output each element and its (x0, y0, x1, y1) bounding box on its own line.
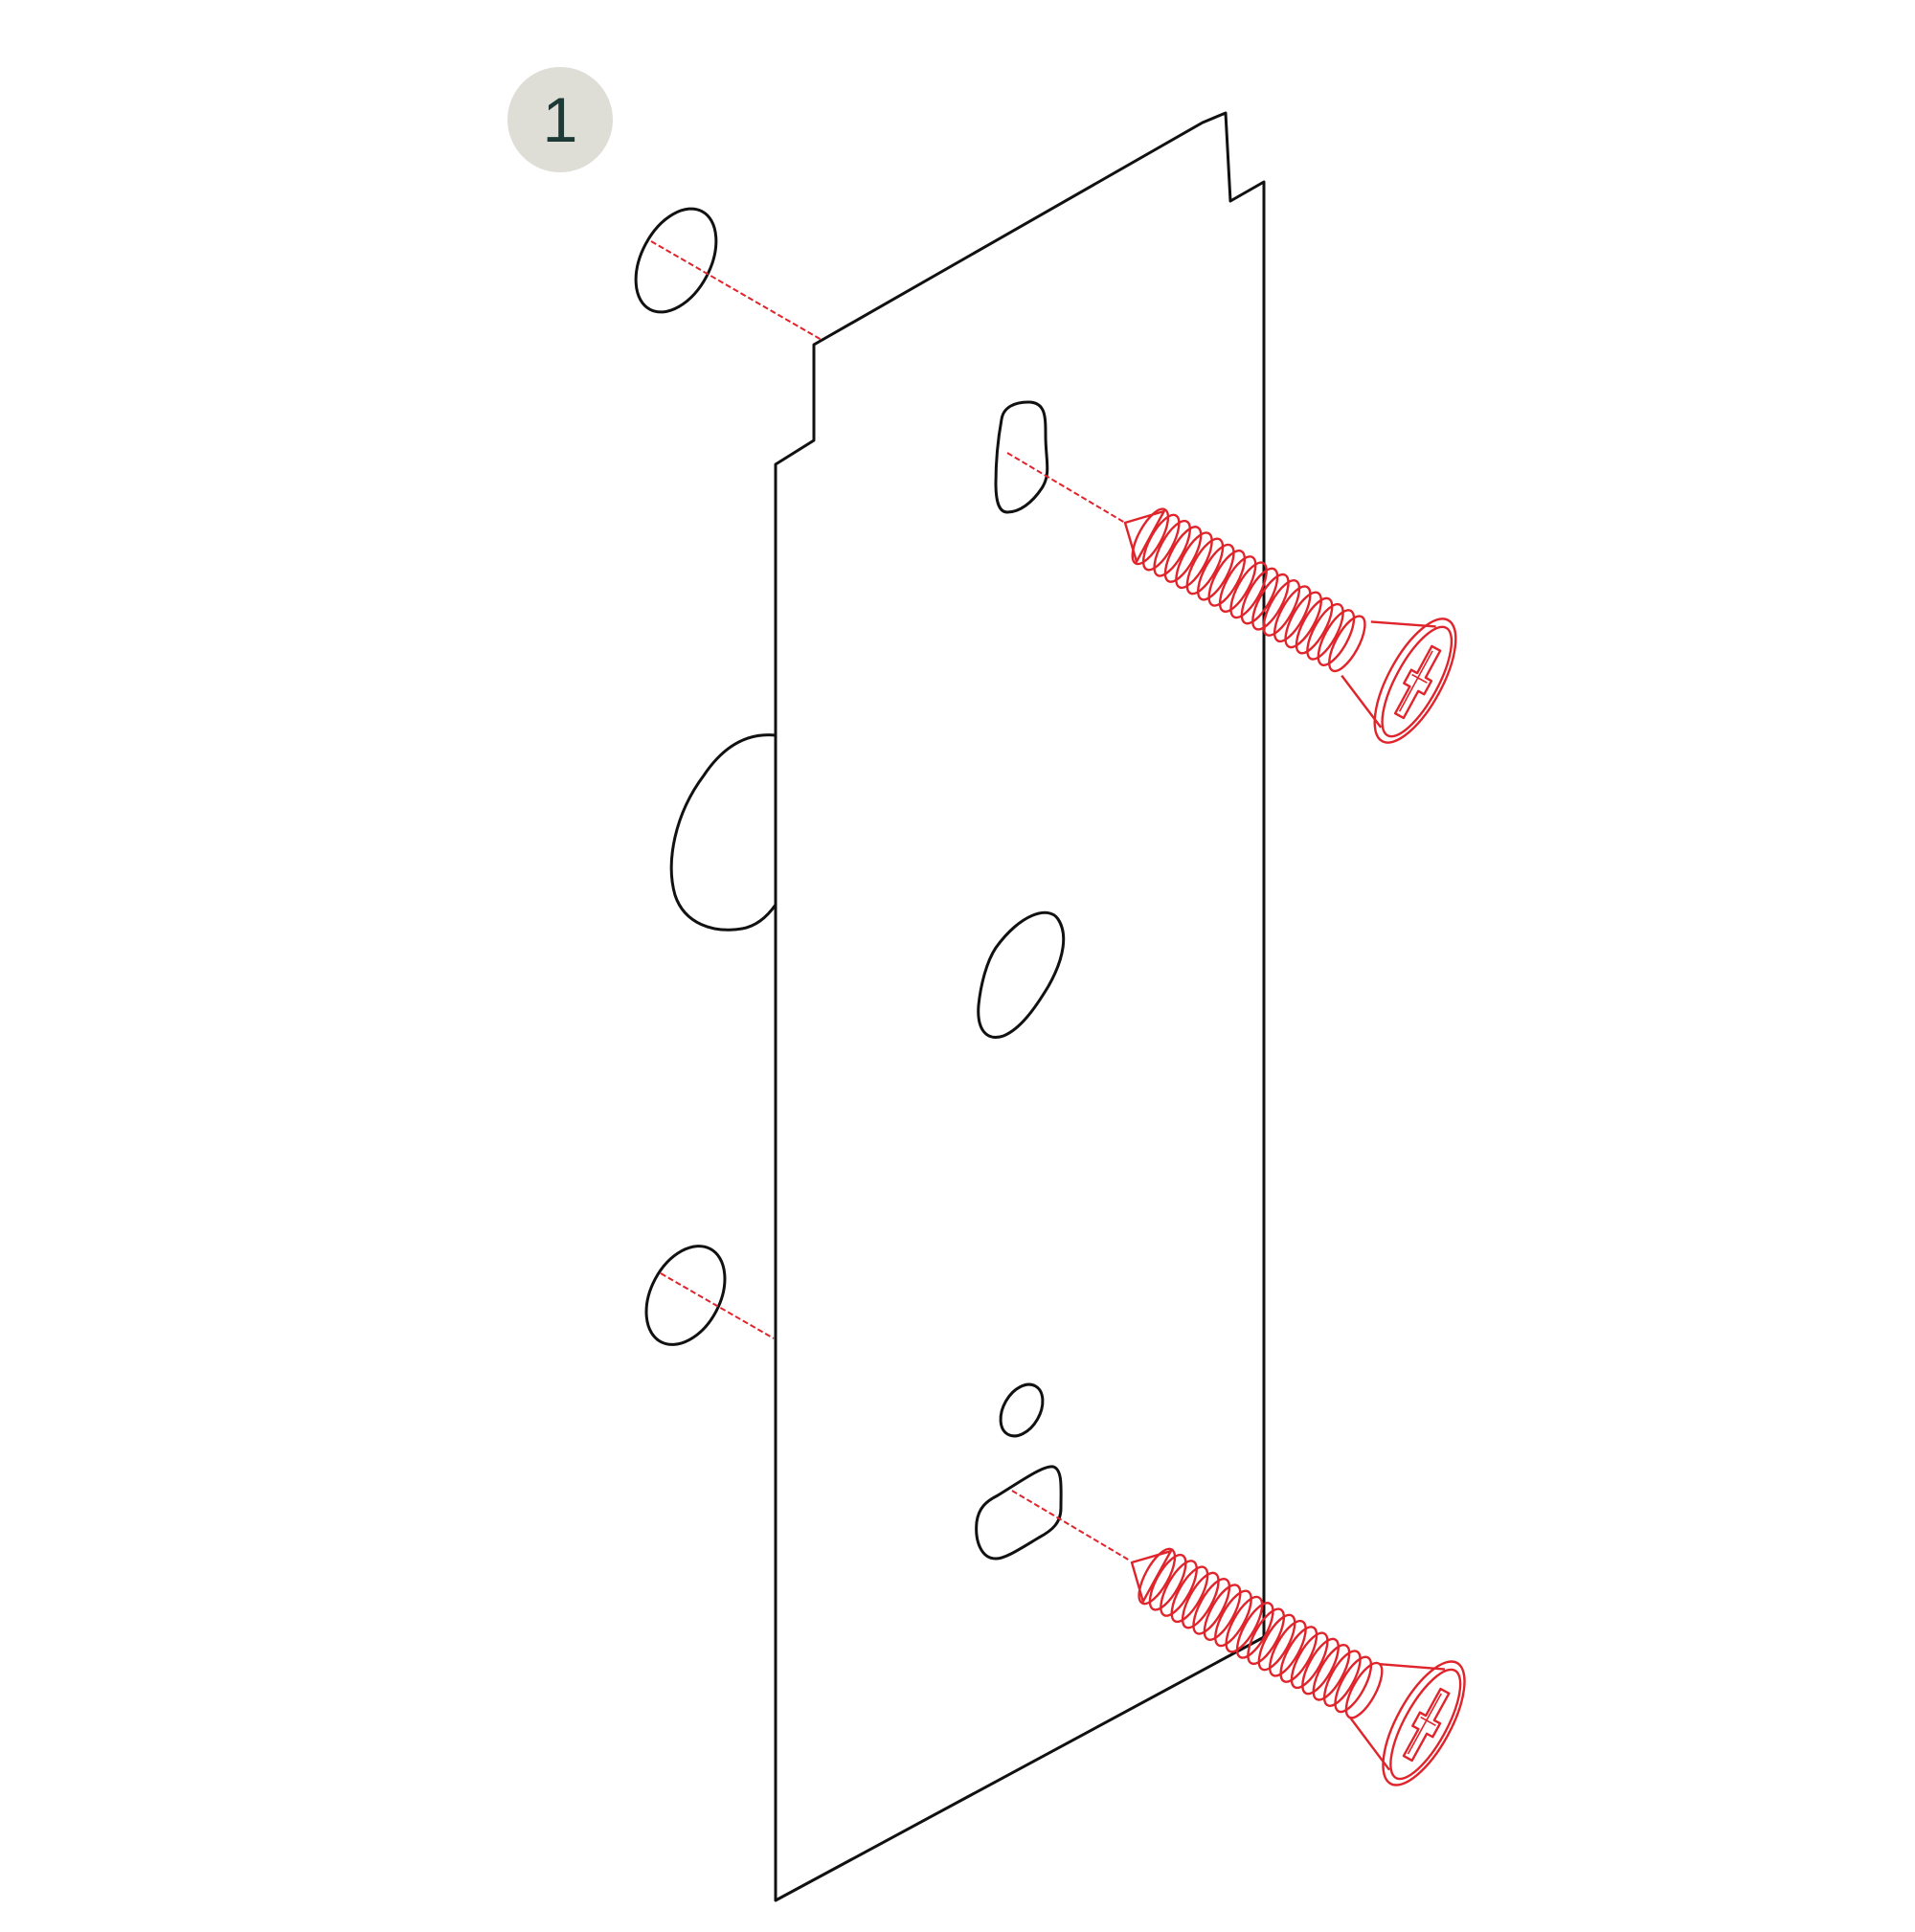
screw-head-rim (1389, 1668, 1462, 1781)
phillips-cross-icon (1393, 644, 1442, 720)
screw-thread (1328, 615, 1366, 673)
phillips-cross-inner (1407, 1693, 1442, 1755)
guide-lower-left (660, 1272, 775, 1339)
screw-thread (1306, 602, 1344, 661)
mounting-plate (634, 111, 1266, 1902)
screw-thread (1153, 519, 1191, 577)
screw-thread (1131, 507, 1170, 566)
screw-thread (1301, 1637, 1340, 1696)
screw-thread (1207, 549, 1247, 607)
step-number-badge: 1 (507, 67, 613, 172)
screw-head (1373, 618, 1457, 744)
guide-top-screw (1006, 452, 1126, 524)
screw-top (1123, 507, 1457, 744)
slot-bottom (975, 1465, 1063, 1561)
screw-head (1382, 1660, 1466, 1786)
hole-small (999, 1382, 1045, 1438)
hole-lower-left-detached (644, 1245, 727, 1346)
screw-thread (1229, 561, 1268, 619)
guide-bottom-screw (1011, 1490, 1131, 1561)
screw-thread (1290, 1631, 1329, 1690)
screw-thread (1257, 1613, 1296, 1672)
screw-thread (1284, 591, 1322, 649)
screw-thread (1273, 585, 1312, 643)
screw-thread (1240, 567, 1279, 625)
screw-thread (1163, 526, 1203, 583)
screw-thread (1197, 543, 1235, 601)
screw-thread (1138, 1547, 1177, 1606)
slot-top (994, 400, 1049, 514)
screw-thread (1214, 1589, 1252, 1648)
screw-thread (1225, 1595, 1264, 1653)
screw-thread (1203, 1584, 1242, 1641)
screw-thread (1218, 555, 1257, 613)
screw-thread (1170, 1565, 1209, 1624)
screw-thread (1251, 573, 1290, 631)
plate-outline (774, 111, 1266, 1902)
screw-thread (1247, 1607, 1286, 1666)
hole-center (977, 910, 1066, 1039)
screw-thread (1279, 1626, 1318, 1683)
screw-thread (1334, 1655, 1373, 1714)
screw-thread (1317, 609, 1356, 666)
screw-thread (1262, 579, 1301, 637)
screw-thread (1175, 531, 1213, 590)
screw-thread (1141, 513, 1181, 572)
phillips-cross-icon (1402, 1687, 1451, 1763)
screw-neck (1340, 620, 1436, 729)
screw-thread (1322, 1650, 1362, 1707)
alignment-guides (650, 240, 1131, 1561)
screw-thread (1160, 1560, 1198, 1617)
hole-top-left-detached (634, 207, 718, 314)
screw-thread (1312, 1644, 1351, 1701)
screw-head-rim (1381, 625, 1453, 738)
screw-thread (1269, 1619, 1307, 1677)
step-number: 1 (542, 84, 578, 155)
screw-thread (1185, 537, 1225, 595)
screw-thread (1192, 1578, 1231, 1635)
screw-thread (1181, 1571, 1220, 1629)
screw-thread (1344, 1661, 1384, 1719)
screw-thread (1148, 1553, 1187, 1611)
guide-top-left (650, 240, 822, 341)
plate-notch-left (669, 733, 777, 932)
screw-thread (1295, 596, 1334, 655)
phillips-cross-inner (1398, 650, 1433, 712)
screw-thread (1235, 1602, 1274, 1659)
screw-bottom (1130, 1547, 1466, 1786)
